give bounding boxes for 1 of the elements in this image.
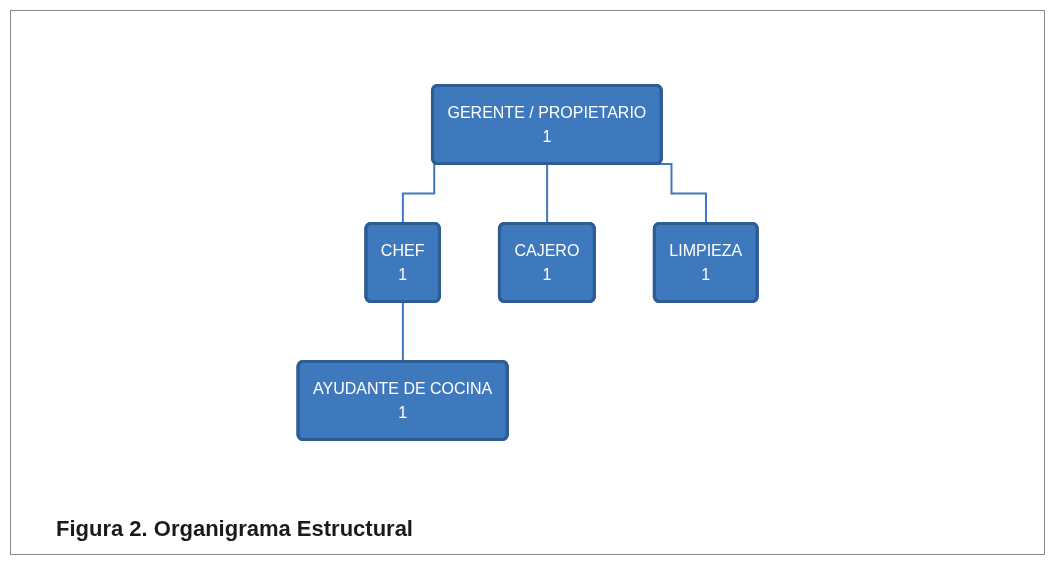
figure-caption: Figura 2. Organigrama Estructural xyxy=(56,516,413,542)
